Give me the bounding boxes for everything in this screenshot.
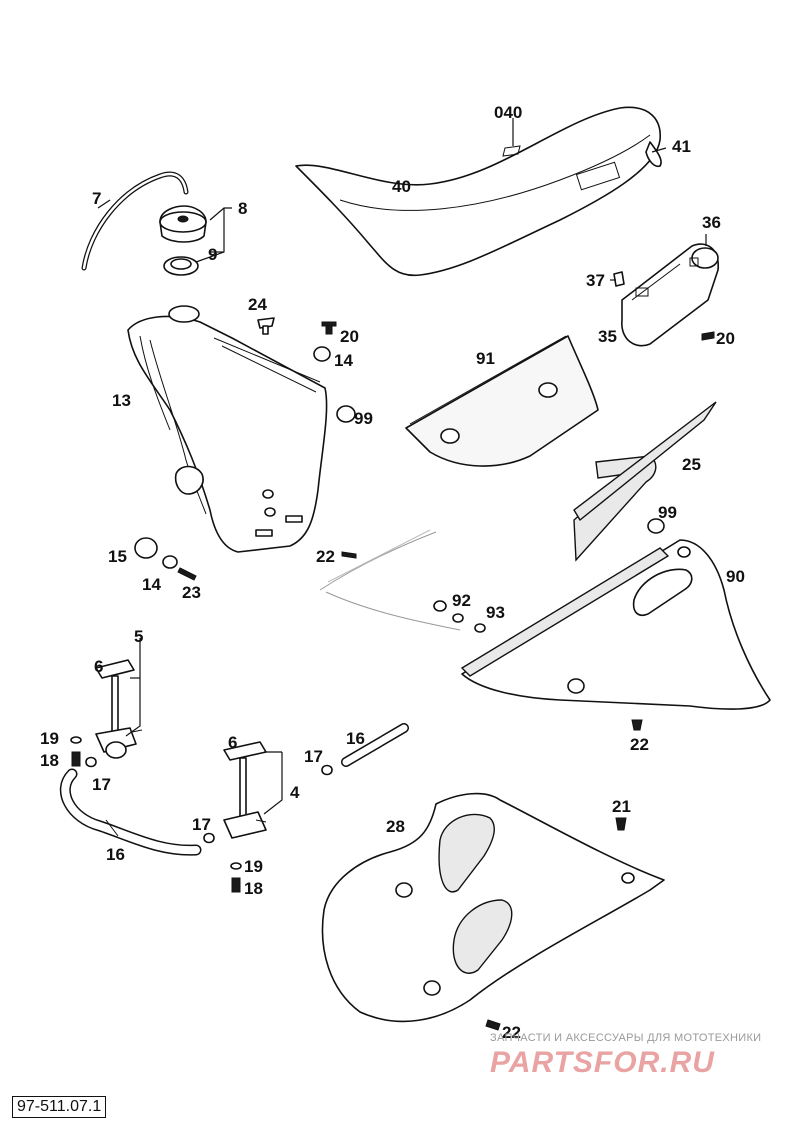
label-7: 7 — [92, 189, 101, 208]
washer-93-part — [474, 623, 486, 633]
fuel-tank-part — [127, 305, 328, 553]
label-37: 37 — [586, 271, 605, 290]
fuel-hose-straight-part — [341, 723, 409, 767]
label-040: 040 — [494, 103, 522, 122]
clamp-17b-part — [321, 764, 333, 776]
screw-22b-part — [631, 719, 643, 731]
label-17c: 17 — [192, 815, 211, 834]
oring-19a-part — [70, 736, 82, 744]
label-99a: 99 — [354, 409, 373, 428]
clip-37-part — [613, 271, 625, 287]
label-13: 13 — [112, 391, 131, 410]
diagram-code: 97-511.07.1 — [12, 1096, 107, 1118]
airbox-strip-part — [319, 529, 461, 631]
label-40: 40 — [392, 177, 411, 196]
label-17b: 17 — [304, 747, 323, 766]
label-93: 93 — [486, 603, 505, 622]
grommet-99a-part — [336, 405, 356, 423]
label-5: 5 — [134, 627, 143, 646]
label-14a: 14 — [334, 351, 353, 370]
label-18a: 18 — [40, 751, 59, 770]
spoiler-part — [321, 792, 665, 1023]
screw-24-part — [257, 317, 275, 335]
grommet-99b-part — [647, 518, 665, 534]
label-18b: 18 — [244, 879, 263, 898]
washer-14b-part — [162, 555, 178, 569]
grommet-15-part — [134, 537, 158, 559]
label-22a: 22 — [316, 547, 335, 566]
label-35: 35 — [598, 327, 617, 346]
clamp-17a-part — [85, 756, 97, 768]
label-92: 92 — [452, 591, 471, 610]
number-plate-part — [405, 335, 599, 467]
tool-bag-part — [621, 243, 719, 347]
label-23: 23 — [182, 583, 201, 602]
screw-23-part — [177, 567, 197, 581]
leader-lines — [97, 118, 707, 815]
screw-18b-part — [231, 877, 241, 893]
label-25: 25 — [682, 455, 701, 474]
label-22b: 22 — [630, 735, 649, 754]
screw-18a-part — [71, 751, 81, 767]
label-15: 15 — [108, 547, 127, 566]
grommet-14a-part — [313, 346, 331, 362]
label-16a: 16 — [346, 729, 365, 748]
label-90: 90 — [726, 567, 745, 586]
label-22c: 22 — [502, 1023, 521, 1042]
label-14b: 14 — [142, 575, 161, 594]
decal-part — [573, 401, 717, 562]
side-cover-part — [460, 539, 771, 710]
label-41: 41 — [672, 137, 691, 156]
label-17a: 17 — [92, 775, 111, 794]
label-36: 36 — [702, 213, 721, 232]
label-19a: 19 — [40, 729, 59, 748]
watermark-tagline: ЗАПЧАСТИ И АКСЕССУАРЫ ДЛЯ МОТОТЕХНИКИ — [490, 1032, 762, 1044]
label-24: 24 — [248, 295, 267, 314]
screw-22a-part — [341, 551, 357, 559]
screw-22c-part — [485, 1019, 501, 1031]
part-labels: 040 41 40 7 8 9 36 37 35 20 24 20 14 91 … — [40, 103, 745, 1042]
seat-part — [295, 106, 662, 277]
washer-92-part — [433, 600, 447, 612]
watermark-logo: PARTSFOR.RU — [490, 1046, 715, 1079]
label-16b: 16 — [106, 845, 125, 864]
label-91: 91 — [476, 349, 495, 368]
label-6a: 6 — [94, 657, 103, 676]
cap-seal-part — [163, 256, 199, 276]
fuel-tap-right-part — [223, 741, 267, 839]
clamp-17c-part — [203, 832, 215, 844]
screw-21-part — [615, 817, 627, 831]
label-9: 9 — [208, 245, 217, 264]
screw-20a-part — [321, 321, 337, 335]
fuel-tap-left-part — [95, 659, 143, 759]
label-20a: 20 — [340, 327, 359, 346]
label-19b: 19 — [244, 857, 263, 876]
oring-19b-part — [230, 862, 242, 870]
label-28: 28 — [386, 817, 405, 836]
label-99b: 99 — [658, 503, 677, 522]
label-21: 21 — [612, 797, 631, 816]
label-20b: 20 — [716, 329, 735, 348]
washer-92b-part — [452, 613, 464, 623]
screw-20b-part — [701, 331, 715, 341]
label-8: 8 — [238, 199, 247, 218]
label-4: 4 — [290, 783, 300, 802]
fuel-cap-part — [159, 205, 207, 243]
label-6b: 6 — [228, 733, 237, 752]
